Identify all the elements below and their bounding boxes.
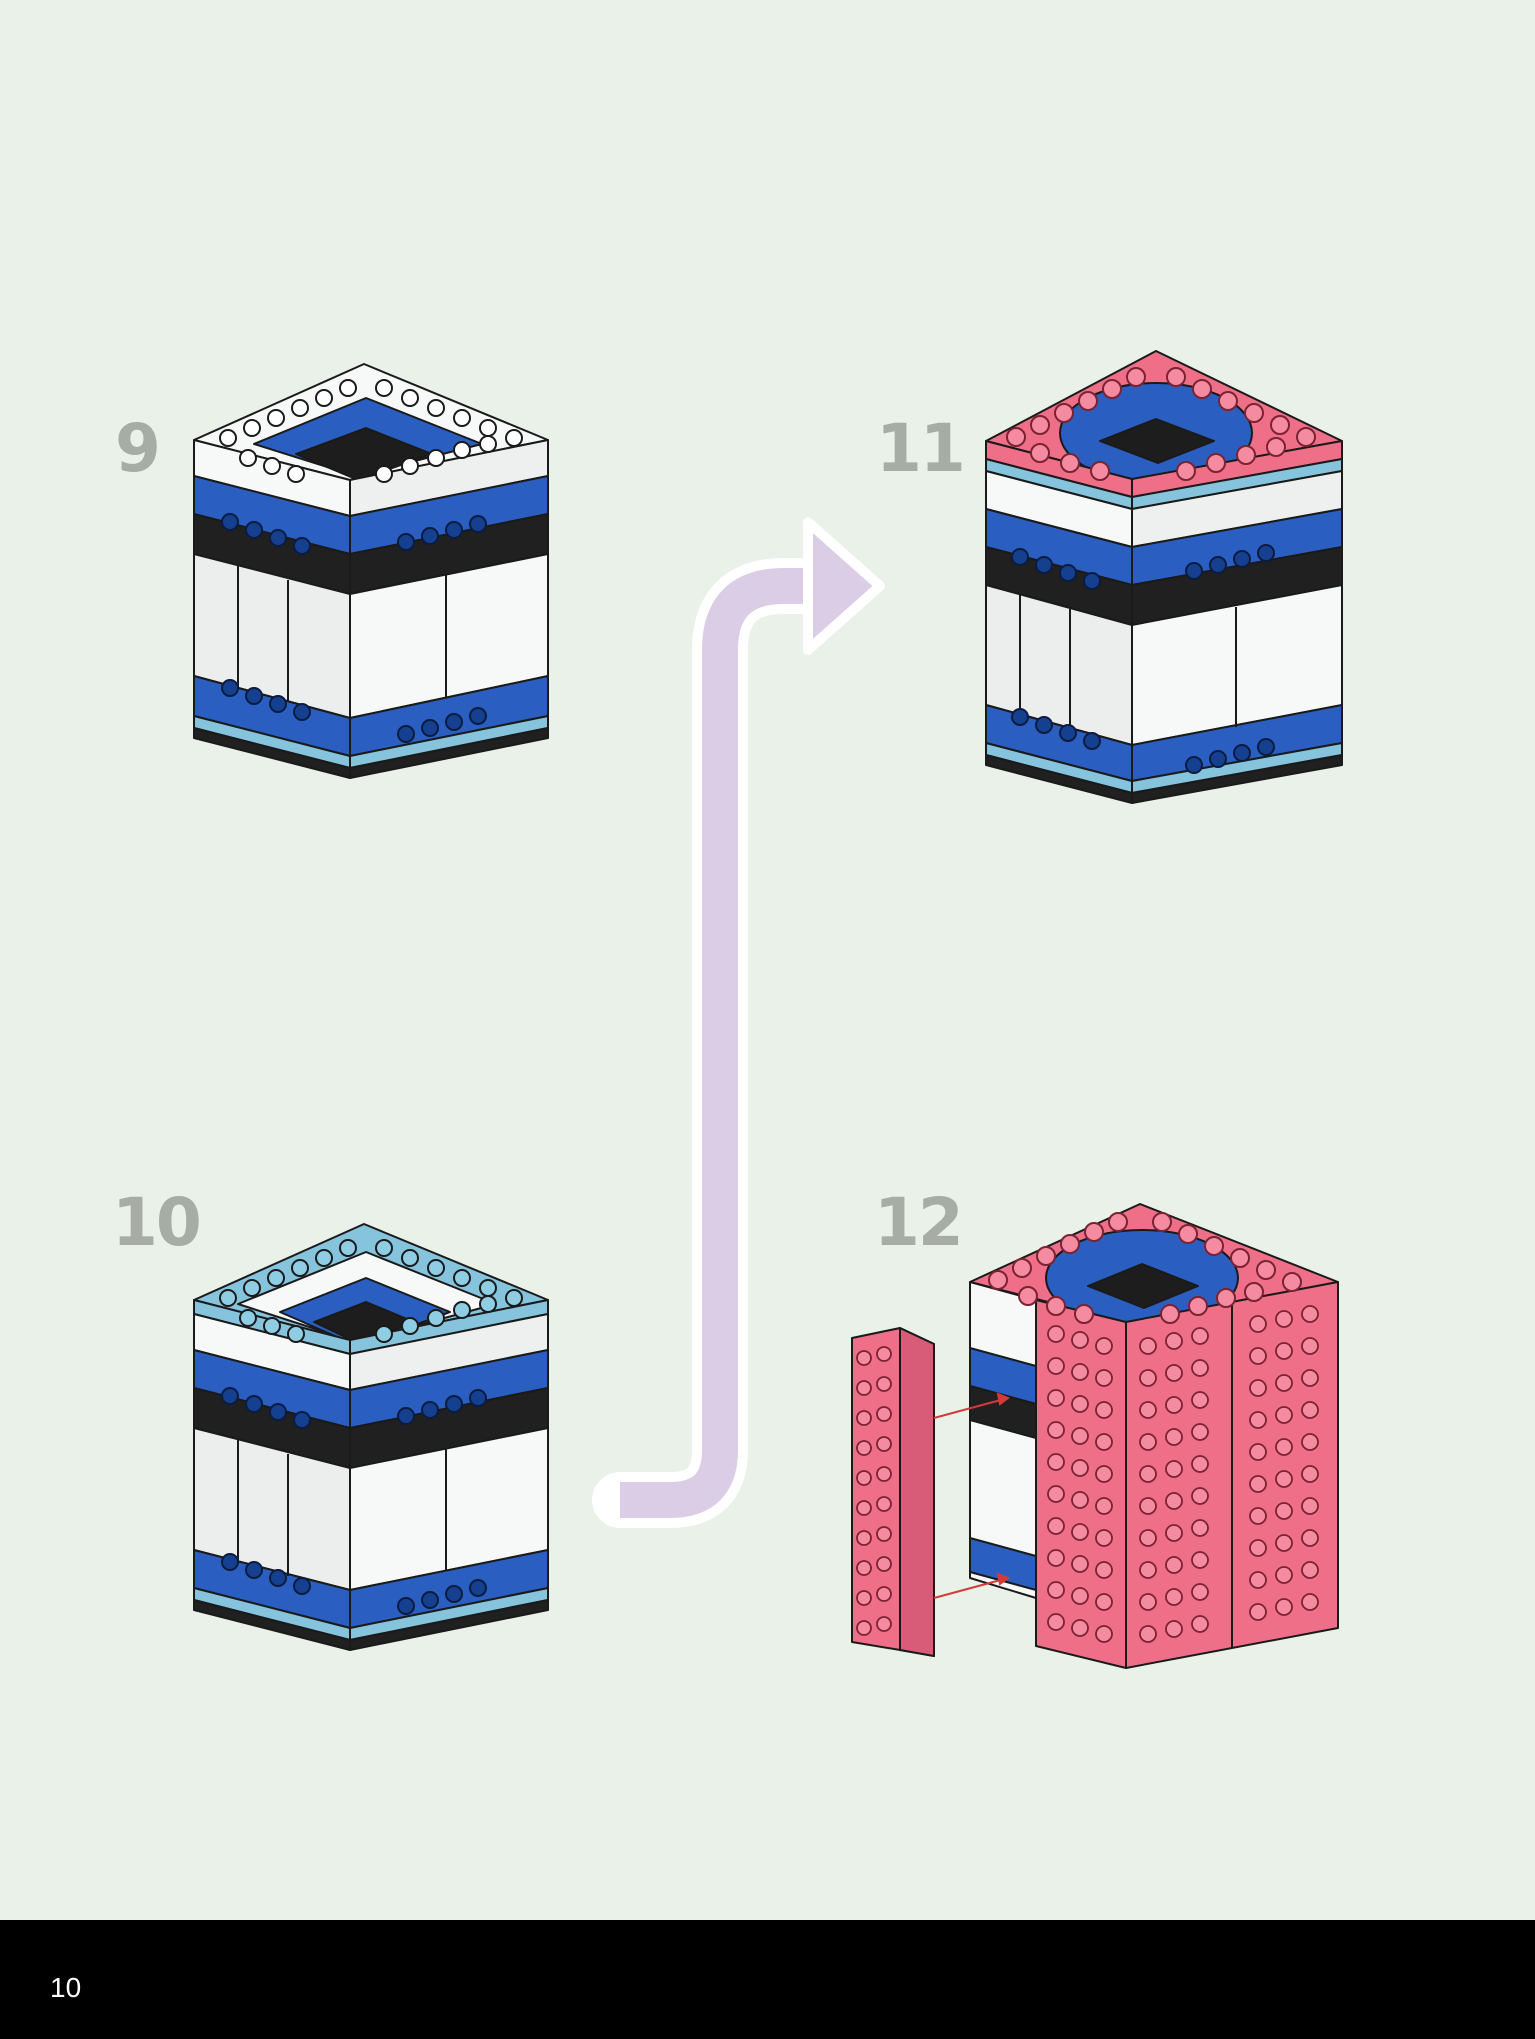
- page-number: 10: [50, 1972, 82, 2003]
- page-footer: 10: [0, 1920, 1535, 2039]
- step-number-9: 9: [115, 410, 161, 487]
- step-10-illustration: [193, 1223, 549, 1651]
- front-right-studs: [1139, 1305, 1319, 1643]
- step-12-illustration: [851, 1203, 1339, 1669]
- step-number-10: 10: [112, 1184, 202, 1261]
- step-11-illustration: [985, 350, 1343, 804]
- step-9-illustration: [193, 363, 549, 779]
- step-number-11: 11: [876, 410, 966, 487]
- flow-arrow: [592, 517, 885, 1528]
- step-number-12: 12: [874, 1184, 964, 1261]
- plate-studs: [856, 1346, 892, 1636]
- front-left-studs: [1047, 1325, 1113, 1643]
